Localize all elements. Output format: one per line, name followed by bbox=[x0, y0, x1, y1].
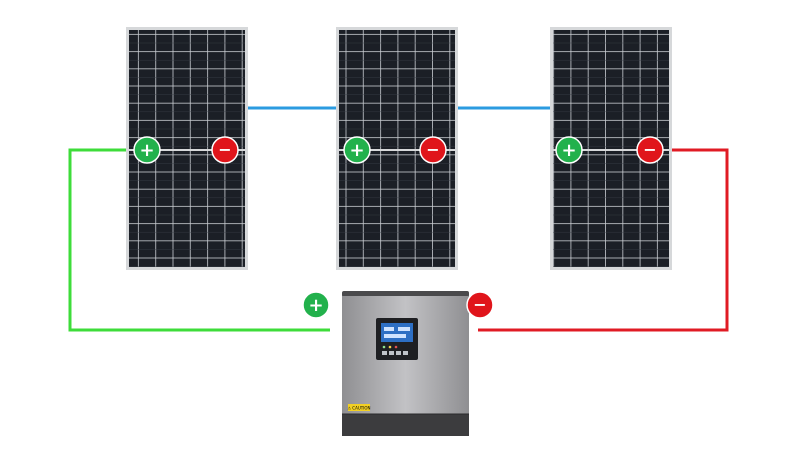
inverter-control-panel bbox=[376, 318, 418, 360]
negative-wire bbox=[478, 148, 729, 332]
negative-symbol: − bbox=[426, 140, 439, 159]
positive-symbol: + bbox=[139, 140, 154, 161]
panel-3-negative-terminal: − bbox=[636, 136, 664, 164]
positive-symbol: + bbox=[308, 295, 323, 316]
panel-1-positive-terminal: + bbox=[133, 136, 161, 164]
inverter-button bbox=[403, 351, 408, 355]
inverter-warning-label: ⚠ CAUTION bbox=[347, 404, 371, 411]
inverter: ⚠ CAUTION bbox=[342, 291, 469, 436]
negative-symbol: − bbox=[473, 295, 486, 314]
inverter-negative-terminal: − bbox=[466, 291, 494, 319]
inverter-button bbox=[389, 351, 394, 355]
positive-symbol: + bbox=[349, 140, 364, 161]
inverter-button bbox=[382, 351, 387, 355]
inverter-button bbox=[396, 351, 401, 355]
negative-symbol: − bbox=[218, 140, 231, 159]
panel-3-positive-terminal: + bbox=[555, 136, 583, 164]
positive-wire bbox=[68, 148, 330, 332]
panel-2-positive-terminal: + bbox=[343, 136, 371, 164]
inverter-positive-terminal: + bbox=[302, 291, 330, 319]
positive-symbol: + bbox=[561, 140, 576, 161]
panel-1-negative-terminal: − bbox=[211, 136, 239, 164]
warning-label-text: ⚠ CAUTION bbox=[347, 406, 370, 411]
inverter-lcd-display bbox=[381, 323, 413, 342]
negative-symbol: − bbox=[643, 140, 656, 159]
panel-2-negative-terminal: − bbox=[419, 136, 447, 164]
